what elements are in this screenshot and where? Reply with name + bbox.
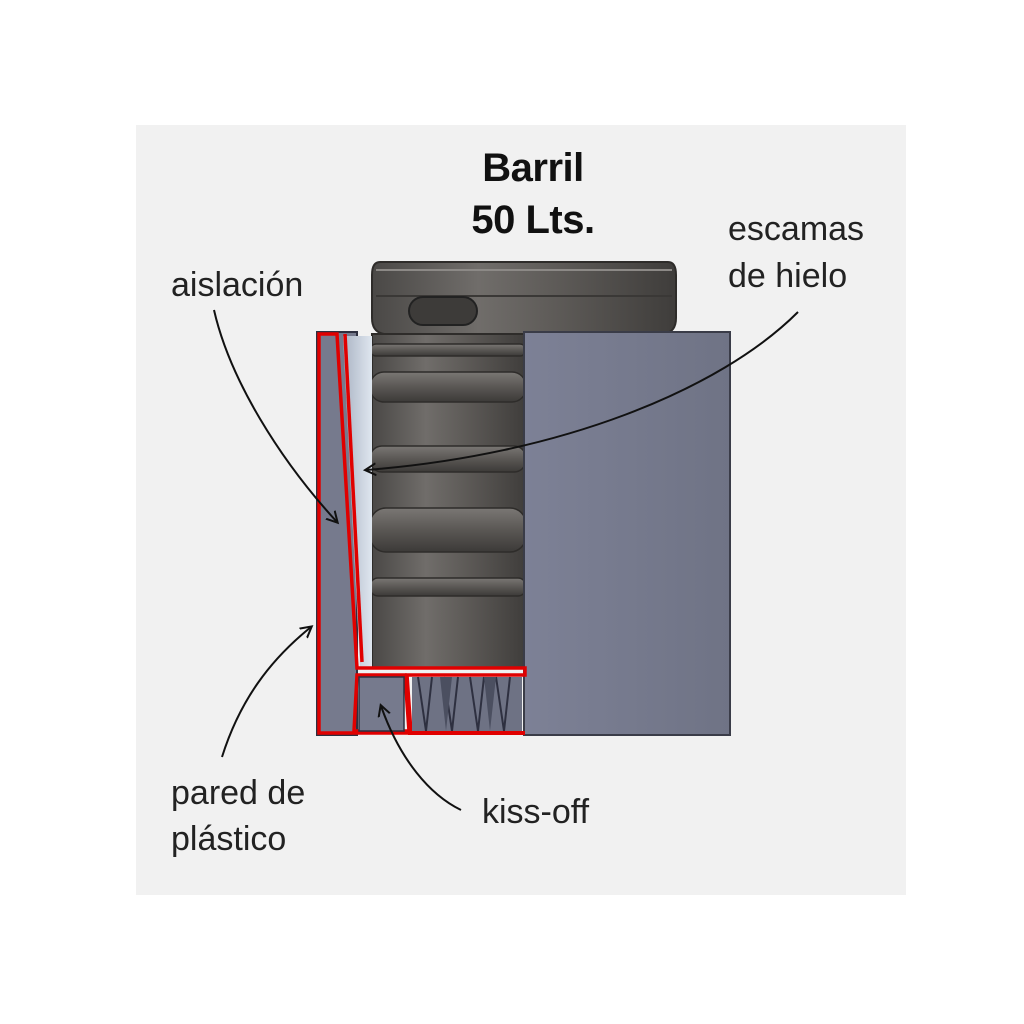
kiss-off-block — [358, 676, 405, 732]
arrow-pared — [221, 627, 311, 758]
outer-housing — [523, 331, 731, 736]
label-kiss-off: kiss-off — [482, 793, 590, 831]
keg-top-chime — [371, 261, 677, 335]
label-ice-flakes-line1: escamas — [728, 210, 865, 248]
arrow-kiss-off — [381, 706, 462, 811]
label-insulation: aislación — [171, 266, 304, 304]
label-ice-flakes-line2: de hielo — [728, 257, 848, 295]
arrow-aislacion — [213, 309, 337, 522]
leader-arrows — [213, 309, 799, 811]
diagram-title-line2: 50 Lts. — [471, 198, 595, 242]
label-plastic-wall-line2: plástico — [171, 820, 287, 858]
label-plastic-wall-line1: pared de — [171, 774, 306, 812]
arrow-escamas — [366, 311, 799, 470]
keg-body — [369, 333, 527, 669]
base-ribs — [408, 676, 525, 735]
diagram-title-line1: Barril — [482, 146, 584, 190]
handle-slot — [408, 296, 478, 326]
